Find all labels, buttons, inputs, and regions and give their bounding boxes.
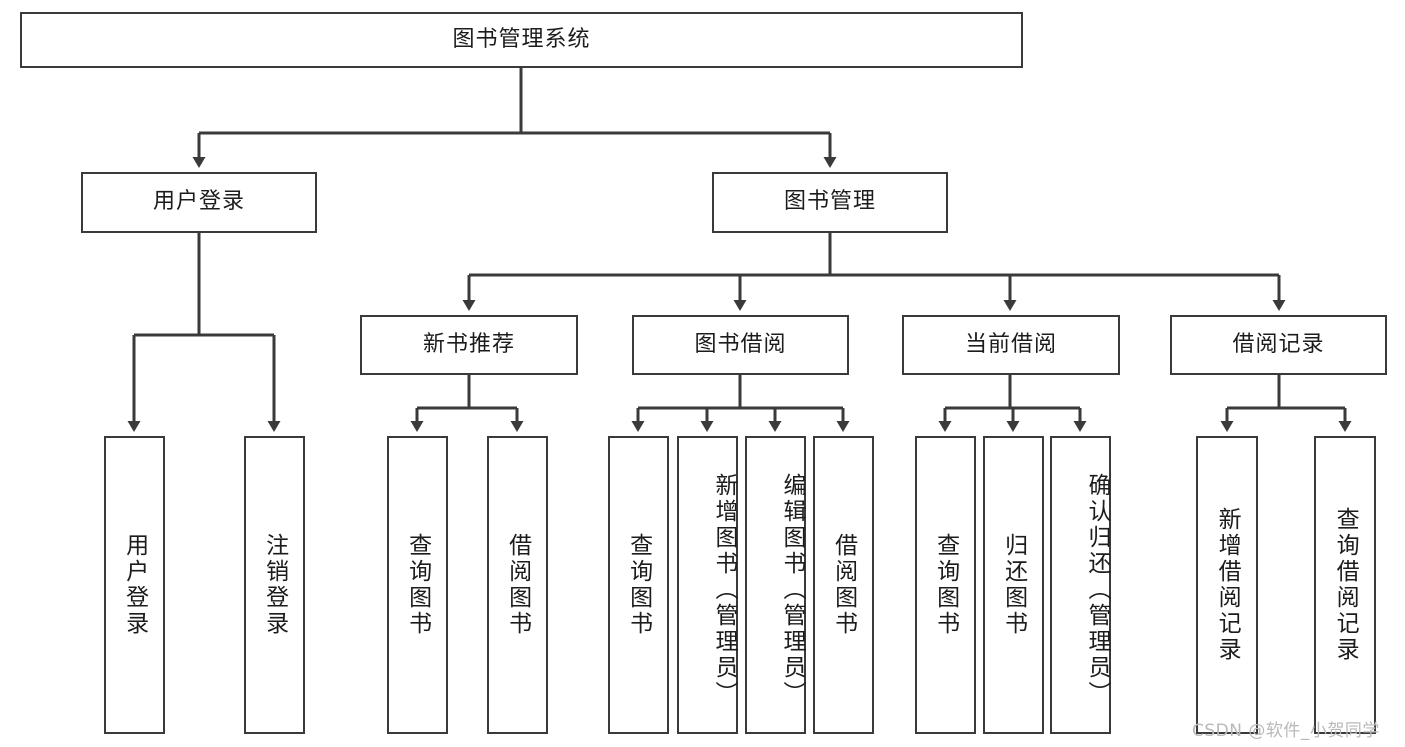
node-book-management[interactable]: 图书管理 xyxy=(712,172,948,233)
node-leaf-edit-book-admin[interactable]: 编辑图书（管理员） xyxy=(745,436,806,734)
node-leaf-add-book-admin[interactable]: 新增图书（管理员） xyxy=(677,436,738,734)
node-leaf-query-book-current[interactable]: 查询图书 xyxy=(915,436,976,734)
node-leaf-confirm-return-admin[interactable]: 确认归还（管理员） xyxy=(1050,436,1111,734)
node-leaf-query-book-newbook[interactable]: 查询图书 xyxy=(387,436,448,734)
node-leaf-query-borrow-record[interactable]: 查询借阅记录 xyxy=(1314,436,1376,734)
node-leaf-borrow-book-newbook[interactable]: 借阅图书 xyxy=(487,436,548,734)
node-leaf-user-login[interactable]: 用户登录 xyxy=(104,436,165,734)
node-root-book-management-system[interactable]: 图书管理系统 xyxy=(20,12,1023,68)
csdn-watermark: CSDN @软件_小贺同学 xyxy=(1192,721,1380,741)
node-leaf-borrow-book[interactable]: 借阅图书 xyxy=(813,436,874,734)
node-leaf-query-book-borrow[interactable]: 查询图书 xyxy=(608,436,669,734)
node-current-borrow[interactable]: 当前借阅 xyxy=(902,315,1120,375)
node-new-book-recommend[interactable]: 新书推荐 xyxy=(360,315,578,375)
node-book-borrow[interactable]: 图书借阅 xyxy=(632,315,849,375)
node-leaf-return-book[interactable]: 归还图书 xyxy=(983,436,1044,734)
node-leaf-logout[interactable]: 注销登录 xyxy=(244,436,305,734)
node-borrow-record[interactable]: 借阅记录 xyxy=(1170,315,1387,375)
node-leaf-add-borrow-record[interactable]: 新增借阅记录 xyxy=(1196,436,1258,734)
node-user-login[interactable]: 用户登录 xyxy=(81,172,317,233)
